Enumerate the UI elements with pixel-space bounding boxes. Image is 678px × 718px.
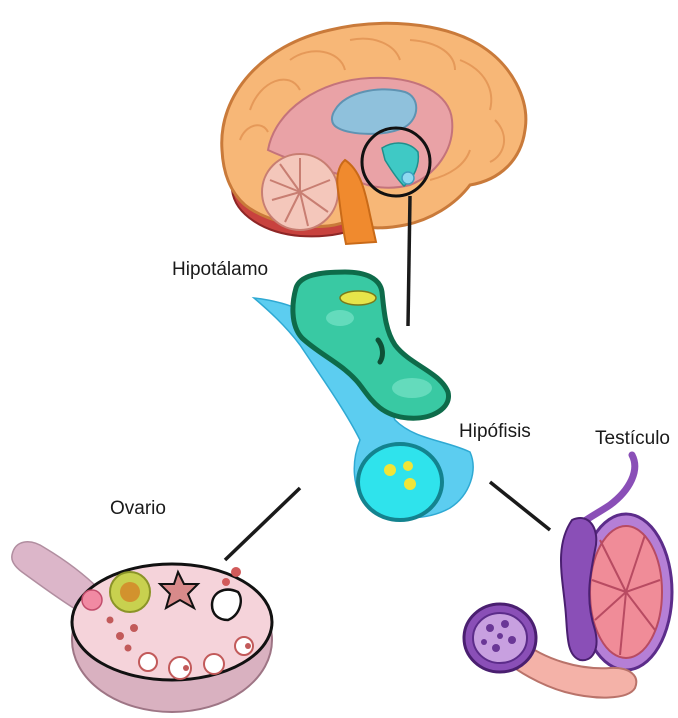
mature-follicle xyxy=(110,572,150,612)
label-hypothalamus: Hipotálamo xyxy=(172,259,268,281)
ovary-illustration xyxy=(12,542,272,712)
pituitary-illustration xyxy=(254,272,473,520)
label-pituitary: Hipófisis xyxy=(459,421,531,443)
testis-illustration xyxy=(464,455,672,698)
connector-pituitary-testis xyxy=(490,482,550,530)
connector-pituitary-ovary xyxy=(225,488,300,560)
connector-brain-hypothalamus xyxy=(408,196,410,326)
label-ovary: Ovario xyxy=(110,498,166,520)
label-testis: Testículo xyxy=(595,428,670,450)
brain-illustration xyxy=(222,23,526,244)
